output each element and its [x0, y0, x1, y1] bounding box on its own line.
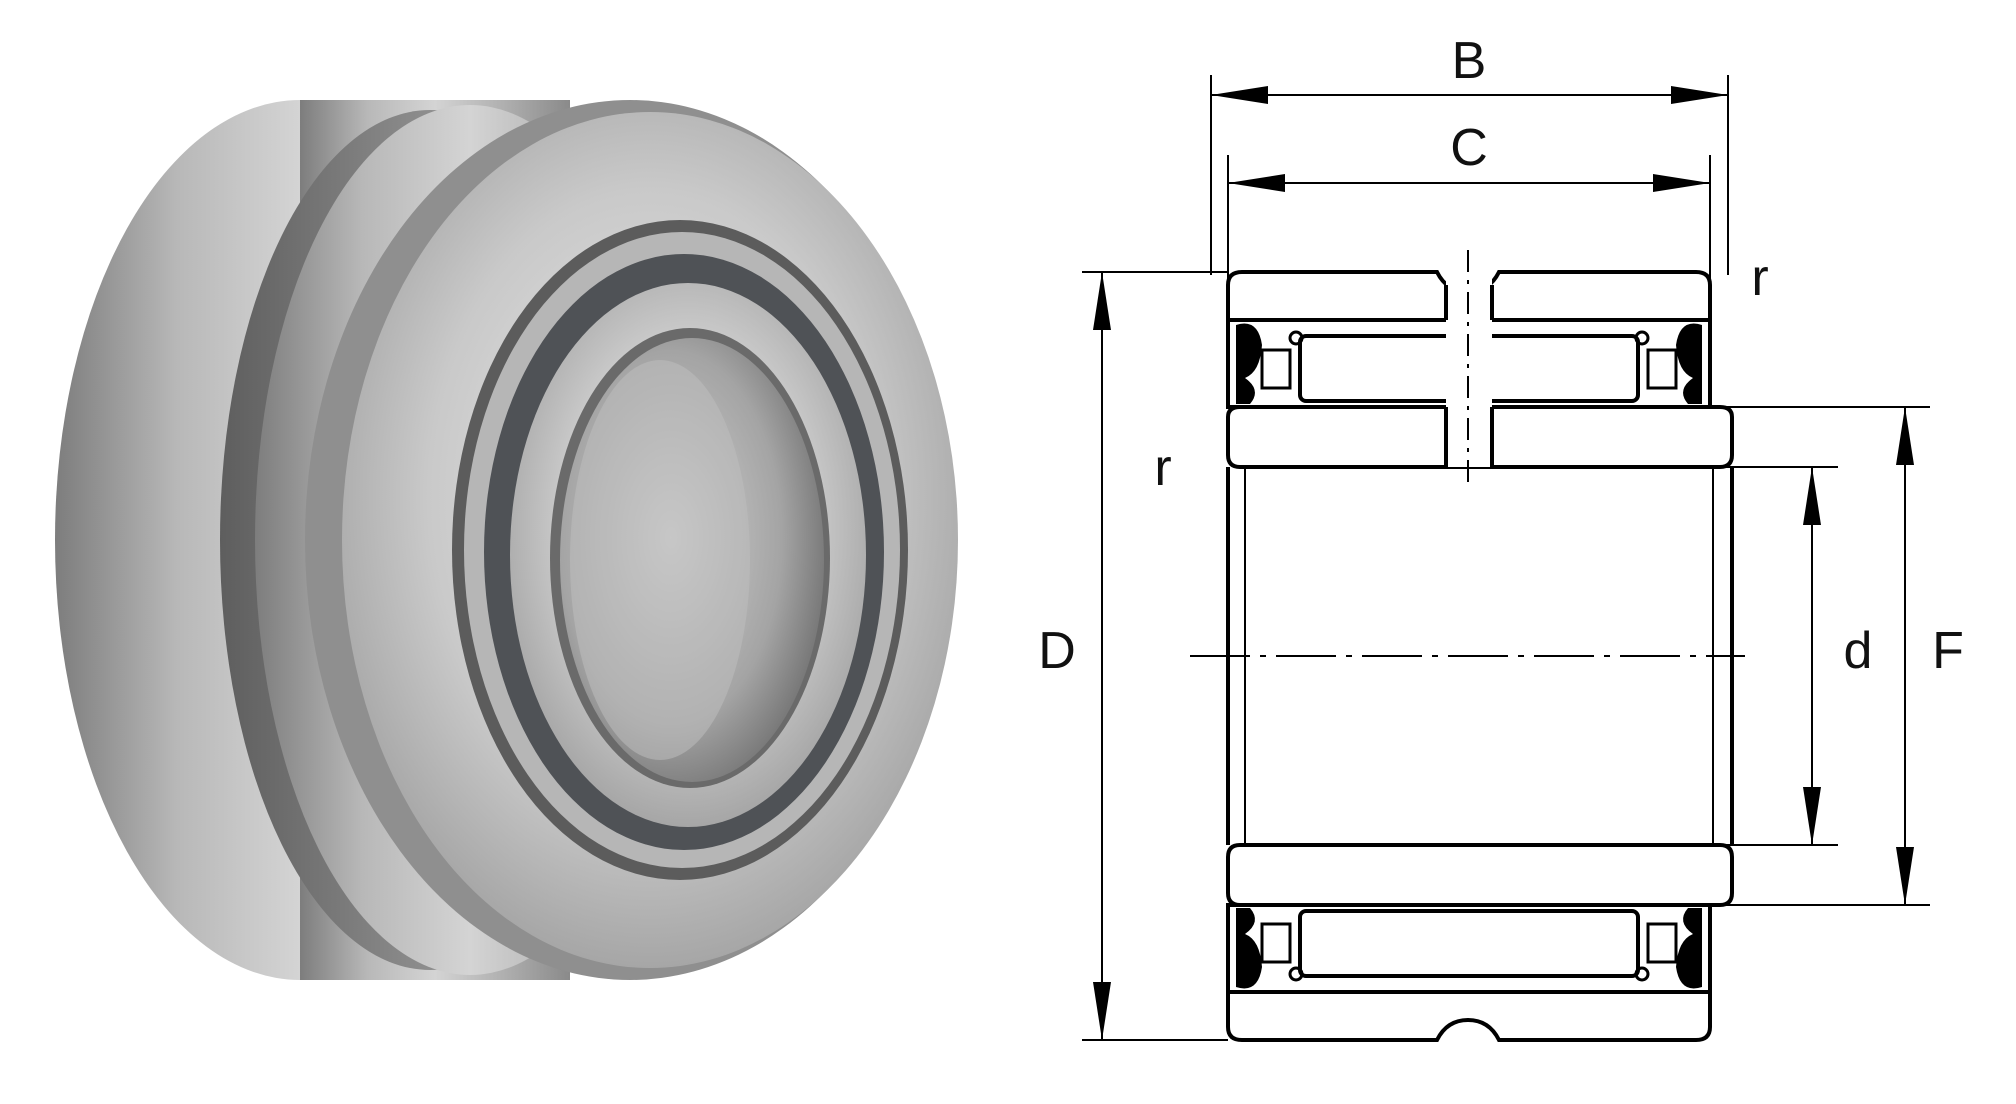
outer-diameter-arrow-top: [1093, 272, 1111, 330]
bore-arrow-bottom: [1803, 787, 1821, 845]
f-arrow-bottom: [1896, 847, 1914, 905]
c-arrow-left: [1228, 174, 1285, 192]
inner-ring-section-top: [1226, 405, 1734, 469]
outer-ring-section-bottom: [1226, 990, 1712, 1042]
f-arrow-top: [1896, 407, 1914, 465]
label-outer-diameter: D: [1038, 622, 1076, 680]
label-b: B: [1452, 32, 1487, 90]
c-arrow-right: [1653, 174, 1710, 192]
label-r-corner-top: r: [1751, 249, 1768, 307]
inner-ring-section-bottom: [1226, 843, 1734, 907]
label-f: F: [1932, 622, 1964, 680]
bearing-photo: [55, 100, 958, 980]
b-arrow-right: [1671, 86, 1728, 104]
needle-roller-bottom: [1298, 909, 1640, 978]
label-bore-diameter: d: [1844, 622, 1873, 680]
seal-right-bottom: [1676, 908, 1702, 989]
seal-right-top: [1676, 323, 1702, 404]
bore-arrow-top: [1803, 467, 1821, 525]
seal-left-top: [1236, 323, 1262, 404]
outer-diameter-arrow-bottom: [1093, 982, 1111, 1040]
b-arrow-left: [1211, 86, 1268, 104]
label-r-corner-left: r: [1154, 439, 1171, 497]
section-drawing: B C r r D d F: [1038, 32, 1964, 1042]
label-c: C: [1450, 119, 1488, 177]
seal-left-bottom: [1236, 908, 1262, 989]
